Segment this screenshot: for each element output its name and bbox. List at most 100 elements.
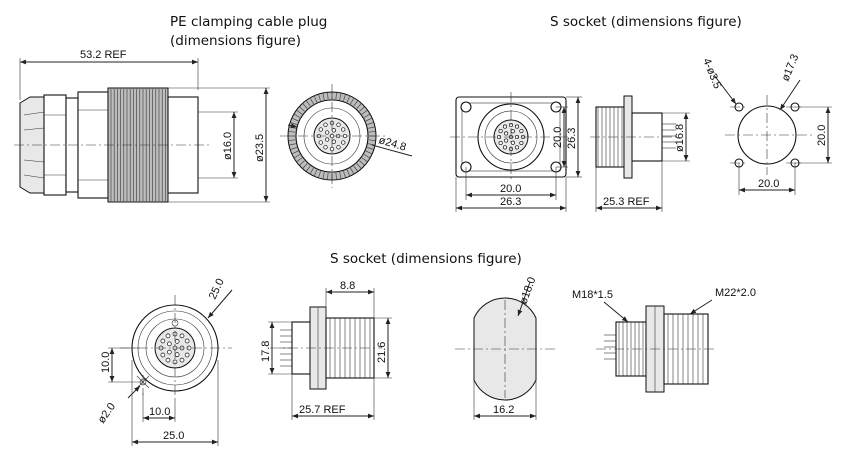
contact-pin — [174, 338, 180, 344]
dim-s-257: 25.7 REF — [299, 404, 346, 416]
knurl-line — [368, 143, 376, 146]
knurl-line — [322, 172, 325, 180]
dim-s-216: 21.6 — [376, 342, 388, 363]
contact-pin — [336, 122, 341, 127]
knurl-line — [368, 126, 376, 129]
knurl-line — [335, 172, 337, 180]
contact-pin — [510, 129, 515, 134]
contact-pin — [179, 357, 185, 363]
contact-pin — [324, 130, 330, 135]
contact-pin — [166, 341, 172, 347]
contact-pin — [318, 140, 323, 145]
contact-pin — [323, 122, 328, 127]
dim-hole-20h: 20.0 — [758, 178, 779, 190]
dim-c-d18: ø18.0 — [518, 275, 539, 306]
knurl-line — [318, 94, 321, 101]
knurl-line — [302, 163, 308, 169]
knurl-line — [296, 109, 303, 115]
plug-title: PE clamping cable plug — [170, 14, 327, 30]
dim-f-25: 25.0 — [207, 277, 227, 301]
contact-pin — [498, 140, 503, 146]
plug-side-view: 53.2 REF ø16.0 ø23.5 — [14, 49, 270, 203]
knurl-line — [367, 122, 374, 125]
contact-pin — [184, 338, 190, 344]
dim-f-d2: ø2.0 — [96, 401, 118, 426]
contact-pin — [502, 145, 508, 150]
contact-pin — [341, 127, 346, 132]
dim-plug-d235: ø23.5 — [254, 134, 266, 162]
plug-subtitle: (dimensions figure) — [170, 33, 301, 49]
knurl-line — [339, 92, 342, 100]
knurl-line — [368, 139, 376, 141]
knurl-line — [361, 157, 368, 163]
dim-side-253: 25.3 REF — [603, 196, 650, 208]
contact-pin — [336, 145, 341, 150]
knurl-line — [288, 143, 296, 146]
knurl-line — [313, 95, 318, 103]
contact-pin — [519, 140, 524, 146]
knurl-line — [335, 92, 337, 100]
knurl-line — [305, 100, 311, 107]
dim-f-10h: 10.0 — [149, 406, 170, 418]
dim-plug-length: 53.2 REF — [80, 49, 127, 61]
label-m22: M22*2.0 — [715, 287, 756, 299]
dim-side-d168: ø16.8 — [674, 124, 686, 152]
contact-pin — [514, 145, 520, 150]
knurl-line — [327, 92, 329, 100]
knurl-line — [343, 94, 346, 101]
knurl-line — [309, 167, 314, 175]
knurl-line — [288, 139, 296, 141]
knurl-line — [368, 131, 376, 133]
knurl-line — [288, 131, 296, 133]
label-m18: M18*1.5 — [572, 289, 613, 301]
knurl-line — [359, 160, 365, 166]
contact-pin — [504, 138, 509, 143]
knurl-line — [290, 147, 297, 150]
contact-pin — [510, 140, 515, 145]
square-flange-front-view: 20.0 26.3 20.0 26.3 — [450, 92, 582, 212]
dim-plug-d16: ø16.0 — [222, 132, 234, 160]
knurl-line — [353, 100, 359, 107]
round-flange-side-view: 8.8 17.8 21.6 25.7 REF — [260, 280, 392, 420]
contact-pin — [341, 140, 346, 145]
dim-sq-263h: 26.3 — [500, 196, 521, 208]
knurl-line — [356, 163, 362, 169]
contact-pin — [324, 137, 330, 142]
contact-pin — [166, 349, 172, 355]
dim-f-10v: 10.0 — [100, 352, 112, 373]
knurl-line — [339, 172, 342, 180]
knurl-line — [302, 103, 308, 109]
contact-pin — [179, 333, 185, 339]
knurl-line — [293, 113, 301, 118]
knurl-line — [363, 154, 371, 159]
knurl-line — [363, 113, 371, 118]
contact-pin — [318, 127, 323, 132]
knurl-line — [318, 171, 321, 178]
knurl-line — [365, 150, 373, 155]
knurl-line — [299, 160, 305, 166]
contact-pin — [165, 333, 171, 339]
knurl-line — [361, 109, 368, 115]
knurl-line — [365, 117, 373, 122]
knurl-line — [327, 172, 329, 180]
contact-pin — [174, 352, 180, 358]
contact-pin — [160, 338, 166, 344]
knurl-line — [291, 117, 299, 122]
knurl-line — [346, 95, 351, 103]
panel-cutout-view: 4-ø3.5 ø17.3 20.0 20.0 — [700, 53, 832, 195]
knurl-line — [343, 171, 346, 178]
dim-sq-20h: 20.0 — [500, 183, 521, 195]
contact-pin — [165, 357, 171, 363]
knurl-line — [313, 169, 318, 177]
round-flange-front-view: 25.0 10.0 ø2.0 10.0 25.0 — [96, 277, 233, 446]
knurl-line — [346, 169, 351, 177]
s-socket-title-bottom: S socket (dimensions figure) — [330, 251, 522, 267]
threaded-side-view: M18*1.5 M22*2.0 — [572, 287, 756, 393]
d-cutout-view: ø18.0 16.2 — [455, 275, 556, 420]
contact-pin — [331, 139, 337, 144]
contact-pin — [323, 145, 328, 150]
knurl-line — [350, 167, 355, 175]
knurl-line — [322, 92, 325, 100]
